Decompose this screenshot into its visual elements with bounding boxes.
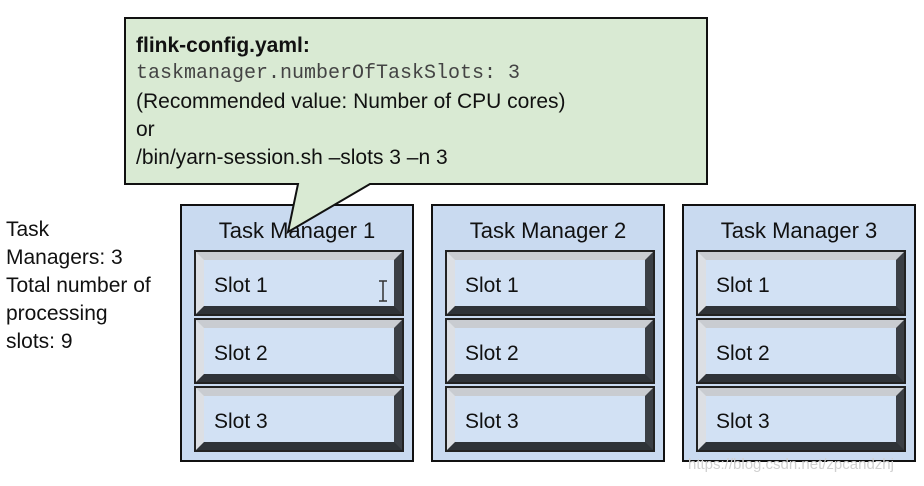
recommendation-text: (Recommended value: Number of CPU cores) bbox=[136, 90, 566, 113]
side-note-line: Task bbox=[6, 218, 50, 241]
task-manager-2: Task Manager 2 Slot 1 Slot 2 Slot 3 bbox=[431, 204, 665, 462]
slot-label: Slot 3 bbox=[716, 410, 770, 433]
slot-label: Slot 2 bbox=[214, 342, 268, 365]
text-cursor-icon bbox=[379, 280, 387, 302]
slot-label: Slot 2 bbox=[716, 342, 770, 365]
slot: Slot 1 bbox=[445, 250, 655, 316]
slot-label: Slot 1 bbox=[465, 274, 519, 297]
side-note-line: Total number of bbox=[6, 274, 151, 297]
watermark: https://blog.csdn.net/zpcandzhj bbox=[688, 456, 894, 473]
task-manager-3: Task Manager 3 Slot 1 Slot 2 Slot 3 bbox=[682, 204, 916, 462]
slot: Slot 1 bbox=[696, 250, 906, 316]
callout-shape bbox=[124, 17, 708, 235]
side-note: Task Managers: 3 Total number of process… bbox=[6, 216, 176, 356]
slot: Slot 1 bbox=[194, 250, 404, 316]
side-note-line: slots: 9 bbox=[6, 330, 73, 353]
slot: Slot 3 bbox=[445, 386, 655, 452]
slot: Slot 3 bbox=[696, 386, 906, 452]
task-manager-title: Task Manager 2 bbox=[469, 218, 627, 243]
slot-label: Slot 1 bbox=[214, 274, 268, 297]
slot-label: Slot 2 bbox=[465, 342, 519, 365]
slot: Slot 2 bbox=[696, 318, 906, 384]
slot: Slot 2 bbox=[194, 318, 404, 384]
config-code-line: taskmanager.numberOfTaskSlots: 3 bbox=[136, 62, 521, 85]
callout-text: flink-config.yaml: taskmanager.numberOfT… bbox=[136, 32, 696, 172]
slot-label: Slot 3 bbox=[214, 410, 268, 433]
task-manager-title: Task Manager 3 bbox=[720, 218, 878, 243]
slot-label: Slot 1 bbox=[716, 274, 770, 297]
side-note-line: processing bbox=[6, 302, 108, 325]
slot-label: Slot 3 bbox=[465, 410, 519, 433]
yarn-command-text: /bin/yarn-session.sh –slots 3 –n 3 bbox=[136, 146, 448, 169]
config-file-heading: flink-config.yaml: bbox=[136, 34, 310, 57]
slot: Slot 2 bbox=[445, 318, 655, 384]
side-note-line: Managers: 3 bbox=[6, 246, 123, 269]
slot: Slot 3 bbox=[194, 386, 404, 452]
or-text: or bbox=[136, 118, 155, 141]
task-manager-1: Task Manager 1 Slot 1 Slot 2 Slot 3 bbox=[180, 204, 414, 462]
